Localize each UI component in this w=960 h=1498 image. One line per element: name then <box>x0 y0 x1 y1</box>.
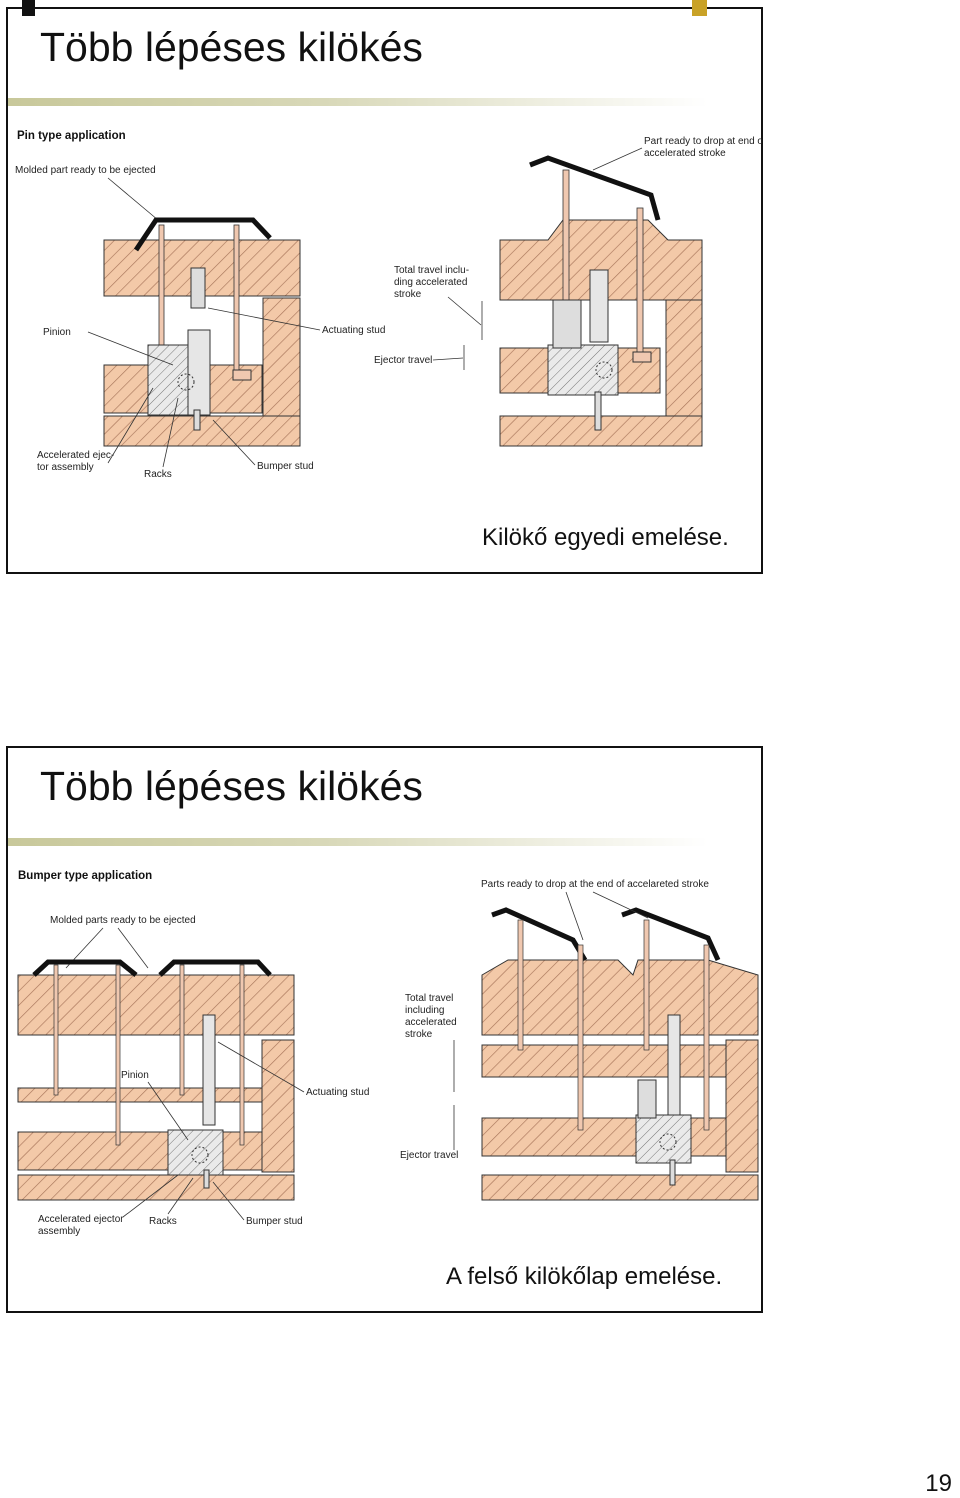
bumper-type-diagram: Bumper type application Molded parts rea… <box>17 870 759 1237</box>
label-total-travel-2b: including <box>405 1005 444 1016</box>
slide-1-title: Több lépéses kilökés <box>40 24 423 70</box>
right-bracket-2 <box>692 0 707 16</box>
label-pinion-2: Pinion <box>121 1070 149 1081</box>
label-bumper-stud: Bumper stud <box>257 461 314 472</box>
right-mold <box>499 155 703 447</box>
label-racks: Racks <box>144 469 172 480</box>
left-mold-2 <box>17 959 295 1201</box>
label-molded-parts: Molded parts ready to be ejected <box>50 915 196 926</box>
label-total-travel-2a: Total travel <box>405 993 453 1004</box>
label-total-travel-2d: stroke <box>405 1029 433 1040</box>
label-part-ready-drop-1: Part ready to drop at end of <box>644 136 762 147</box>
label-pinion: Pinion <box>43 327 71 338</box>
title-rule-2 <box>8 838 708 846</box>
label-part-ready-drop-2: accelerated stroke <box>644 148 726 159</box>
label-actuating-stud-2: Actuating stud <box>306 1087 369 1098</box>
page-number: 19 <box>925 1470 952 1497</box>
diagram-heading: Pin type application <box>17 130 126 142</box>
label-racks-2: Racks <box>149 1216 177 1227</box>
label-ejector-travel: Ejector travel <box>374 355 432 366</box>
label-accel-assembly-2a: Accelerated ejector <box>38 1214 124 1225</box>
label-parts-ready-drop: Parts ready to drop at the end of accela… <box>481 879 709 890</box>
label-bumper-stud-2: Bumper stud <box>246 1216 303 1227</box>
right-mold-2 <box>481 907 759 1201</box>
left-bracket-2 <box>22 0 35 16</box>
label-molded-part: Molded part ready to be ejected <box>15 165 156 176</box>
label-accel-assembly-2b: assembly <box>38 1226 80 1237</box>
diagram-heading-2: Bumper type application <box>18 870 152 882</box>
label-total-travel-1: Total travel inclu- <box>394 265 469 276</box>
pin-type-diagram: Pin type application Molded part ready t… <box>15 130 762 480</box>
slide-1-caption: Kilökő egyedi emelése. <box>482 524 729 551</box>
slide-2-caption: A felső kilökőlap emelése. <box>446 1263 723 1290</box>
label-accel-assembly-2: tor assembly <box>37 462 94 473</box>
label-ejector-travel-2: Ejector travel <box>400 1150 458 1161</box>
title-rule-1 <box>8 98 708 106</box>
left-mold <box>103 217 301 447</box>
label-accel-assembly-1: Accelerated ejec- <box>37 450 114 461</box>
label-total-travel-2: ding accelerated <box>394 277 467 288</box>
label-total-travel-3: stroke <box>394 289 422 300</box>
slide-2-title: Több lépéses kilökés <box>40 763 423 809</box>
label-total-travel-2c: accelerated <box>405 1017 457 1028</box>
label-actuating-stud: Actuating stud <box>322 325 385 336</box>
